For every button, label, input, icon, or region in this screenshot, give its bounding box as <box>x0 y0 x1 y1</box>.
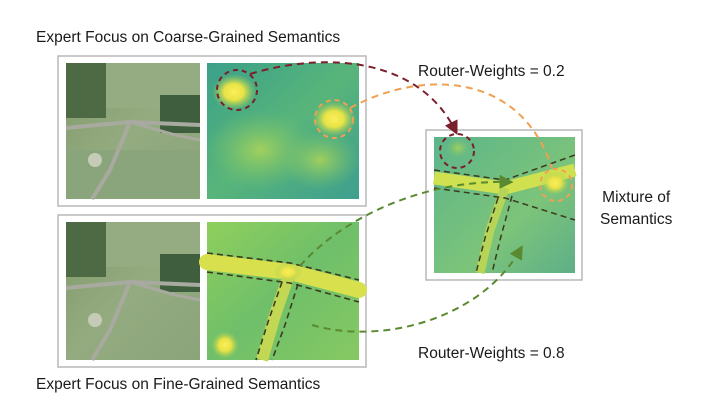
arrow-fine-green-upper <box>299 174 514 267</box>
mixture-focus-circle-orange <box>539 168 573 202</box>
aerial-image-bottom <box>65 222 201 362</box>
fine-expert-title: Expert Focus on Fine-Grained Semantics <box>36 376 321 393</box>
mixture-label-line2: Semantics <box>600 211 673 228</box>
mixture-label-line1: Mixture of <box>602 189 671 206</box>
fine-heatmap <box>199 222 367 362</box>
coarse-focus-circle-1 <box>216 69 258 111</box>
arrow-fine-green-lower <box>311 245 523 333</box>
coarse-expert-title: Expert Focus on Coarse-Grained Semantics <box>36 29 341 46</box>
mixture-label: Mixture of Semantics <box>600 187 672 231</box>
aerial-image-top <box>65 63 201 201</box>
arrow-coarse-red <box>249 61 458 136</box>
router-weight-fine: Router-Weights = 0.8 <box>418 345 565 362</box>
mixture-focus-circle-coarse <box>439 133 475 169</box>
arrow-coarse-orange <box>349 83 553 169</box>
coarse-heatmap <box>205 63 360 199</box>
router-weight-coarse: Router-Weights = 0.2 <box>418 63 565 80</box>
mixture-heatmap <box>433 137 577 275</box>
coarse-focus-circle-2 <box>314 99 354 139</box>
